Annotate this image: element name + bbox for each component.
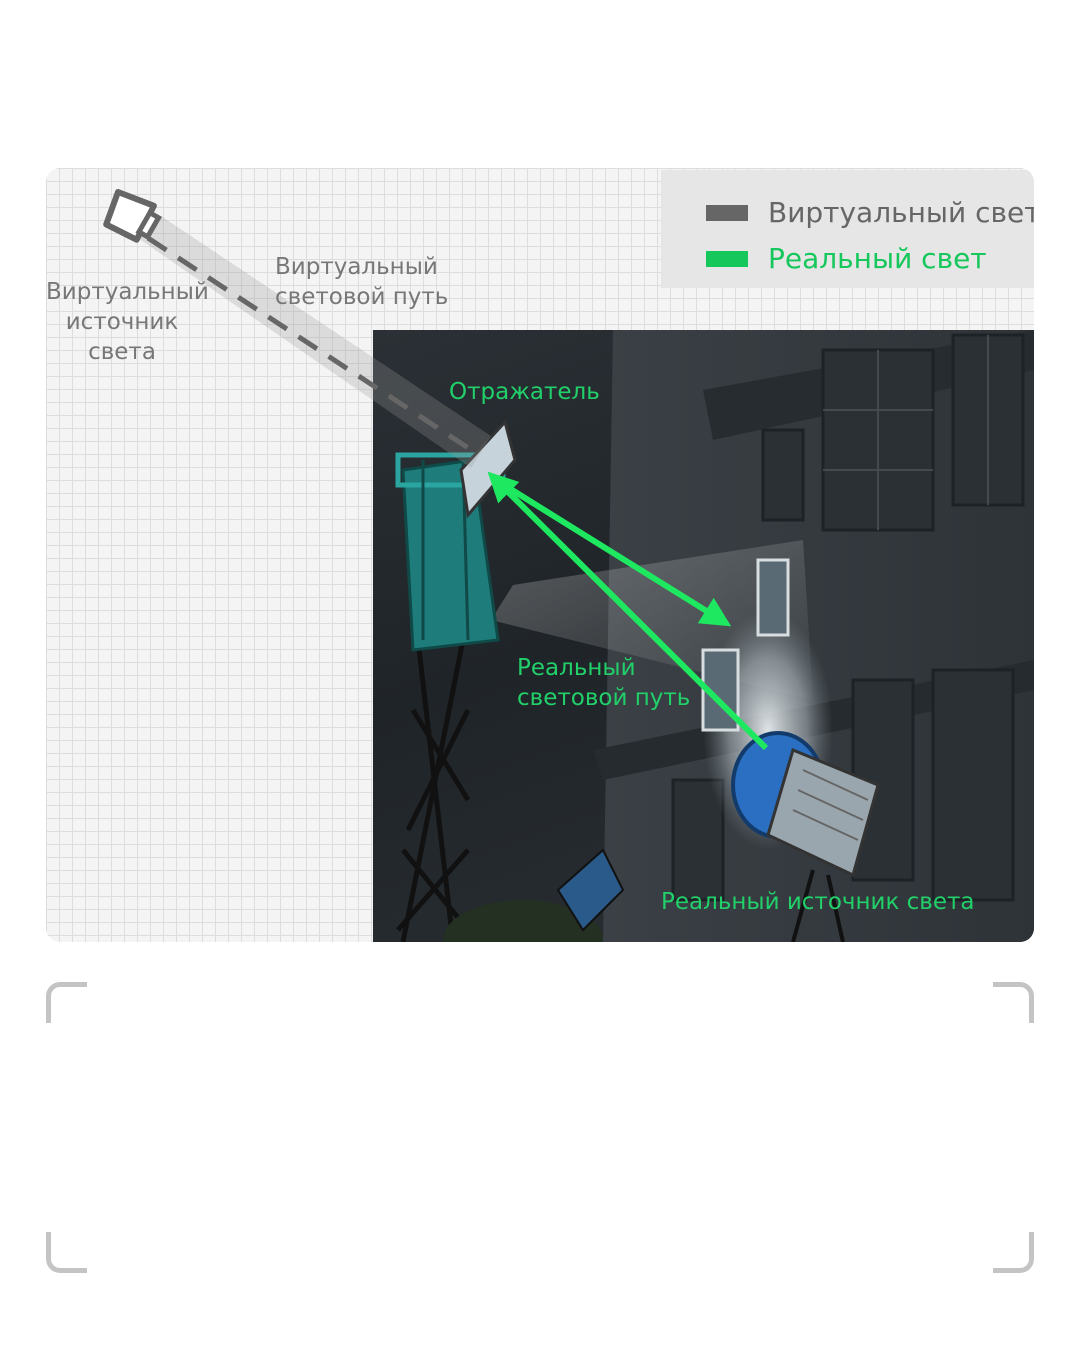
corner-bracket-bottom-right: [993, 1232, 1034, 1273]
real-source-label: Реальный источник света: [661, 889, 975, 915]
virtual-source-label: Виртуальный источник света: [46, 279, 209, 365]
reflector-panel: [459, 418, 517, 519]
diagram-card: Виртуальный свет Реальный свет: [46, 168, 1034, 942]
trees: [443, 900, 603, 942]
scene-illustration: [395, 330, 1034, 942]
lift-platform: [395, 452, 506, 652]
corner-bracket-bottom-left: [46, 1232, 87, 1273]
real-path-label: Реальный световой путь: [517, 655, 691, 711]
light-paths-overlay: [103, 189, 769, 751]
legend-item-real: Реальный свет: [706, 242, 987, 275]
legend-label-virtual: Виртуальный свет: [768, 196, 1034, 229]
legend-item-virtual: Виртуальный свет: [706, 196, 1034, 229]
legend-swatch-real: [706, 250, 748, 267]
real-light-path-incoming: [487, 471, 769, 751]
real-light-path-reflected: [494, 477, 732, 627]
virtual-light-path: [146, 235, 478, 456]
scissor-lift: [396, 639, 471, 942]
legend-swatch-virtual: [706, 204, 748, 221]
corner-bracket-top-right: [993, 982, 1034, 1023]
virtual-path-label: Виртуальный световой путь: [275, 254, 449, 310]
reflector-label: Отражатель: [449, 379, 600, 405]
real-light-fixture: [731, 731, 880, 942]
legend: Виртуальный свет Реальный свет: [661, 170, 1034, 288]
virtual-light-source-icon: [103, 189, 162, 243]
corner-bracket-top-left: [46, 982, 87, 1023]
scene-photo: [373, 330, 1034, 942]
legend-label-real: Реальный свет: [768, 242, 987, 275]
